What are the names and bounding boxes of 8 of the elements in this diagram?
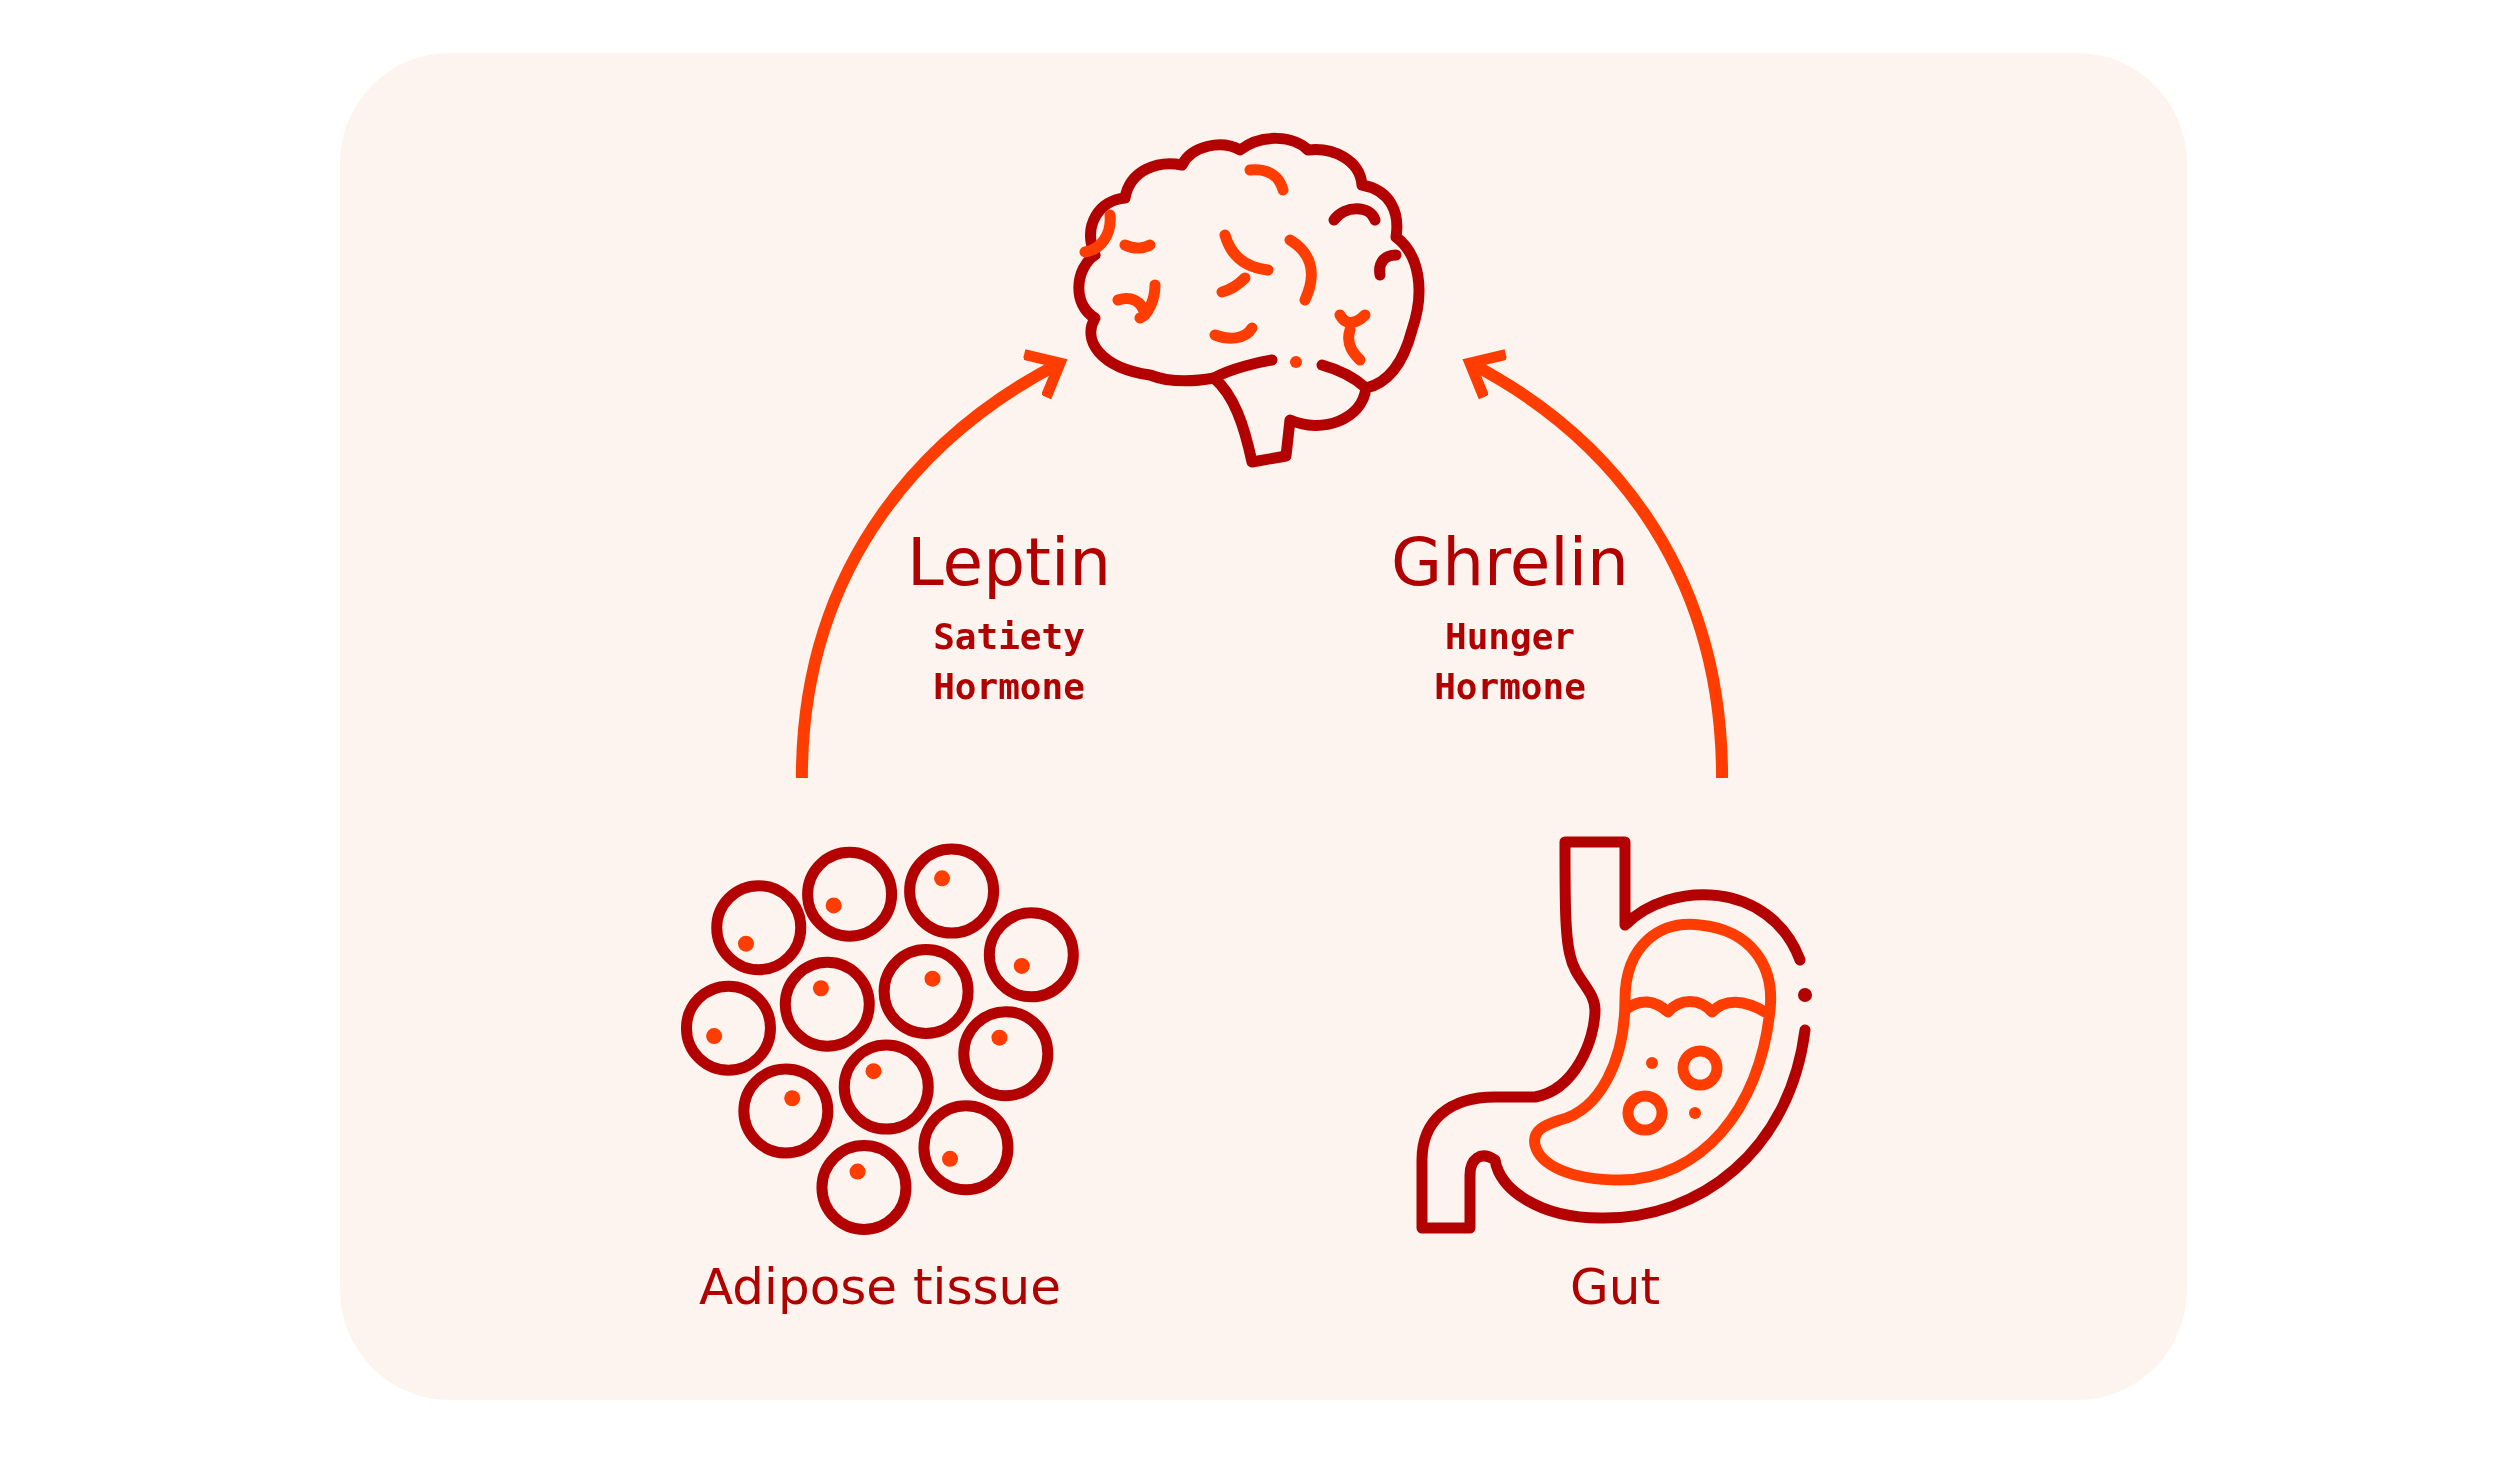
hormone-role: Hunger Hormone [1433, 615, 1587, 709]
arrow [795, 350, 1066, 779]
hormone-name: Leptin [905, 524, 1113, 601]
hormone-role: Satiety Hormone [932, 615, 1086, 709]
hormone-name: Ghrelin [1390, 524, 1630, 601]
node-label: Gut [1568, 1258, 1661, 1316]
node-label: Adipose tissue [697, 1258, 1062, 1316]
arrow [1464, 350, 1729, 779]
